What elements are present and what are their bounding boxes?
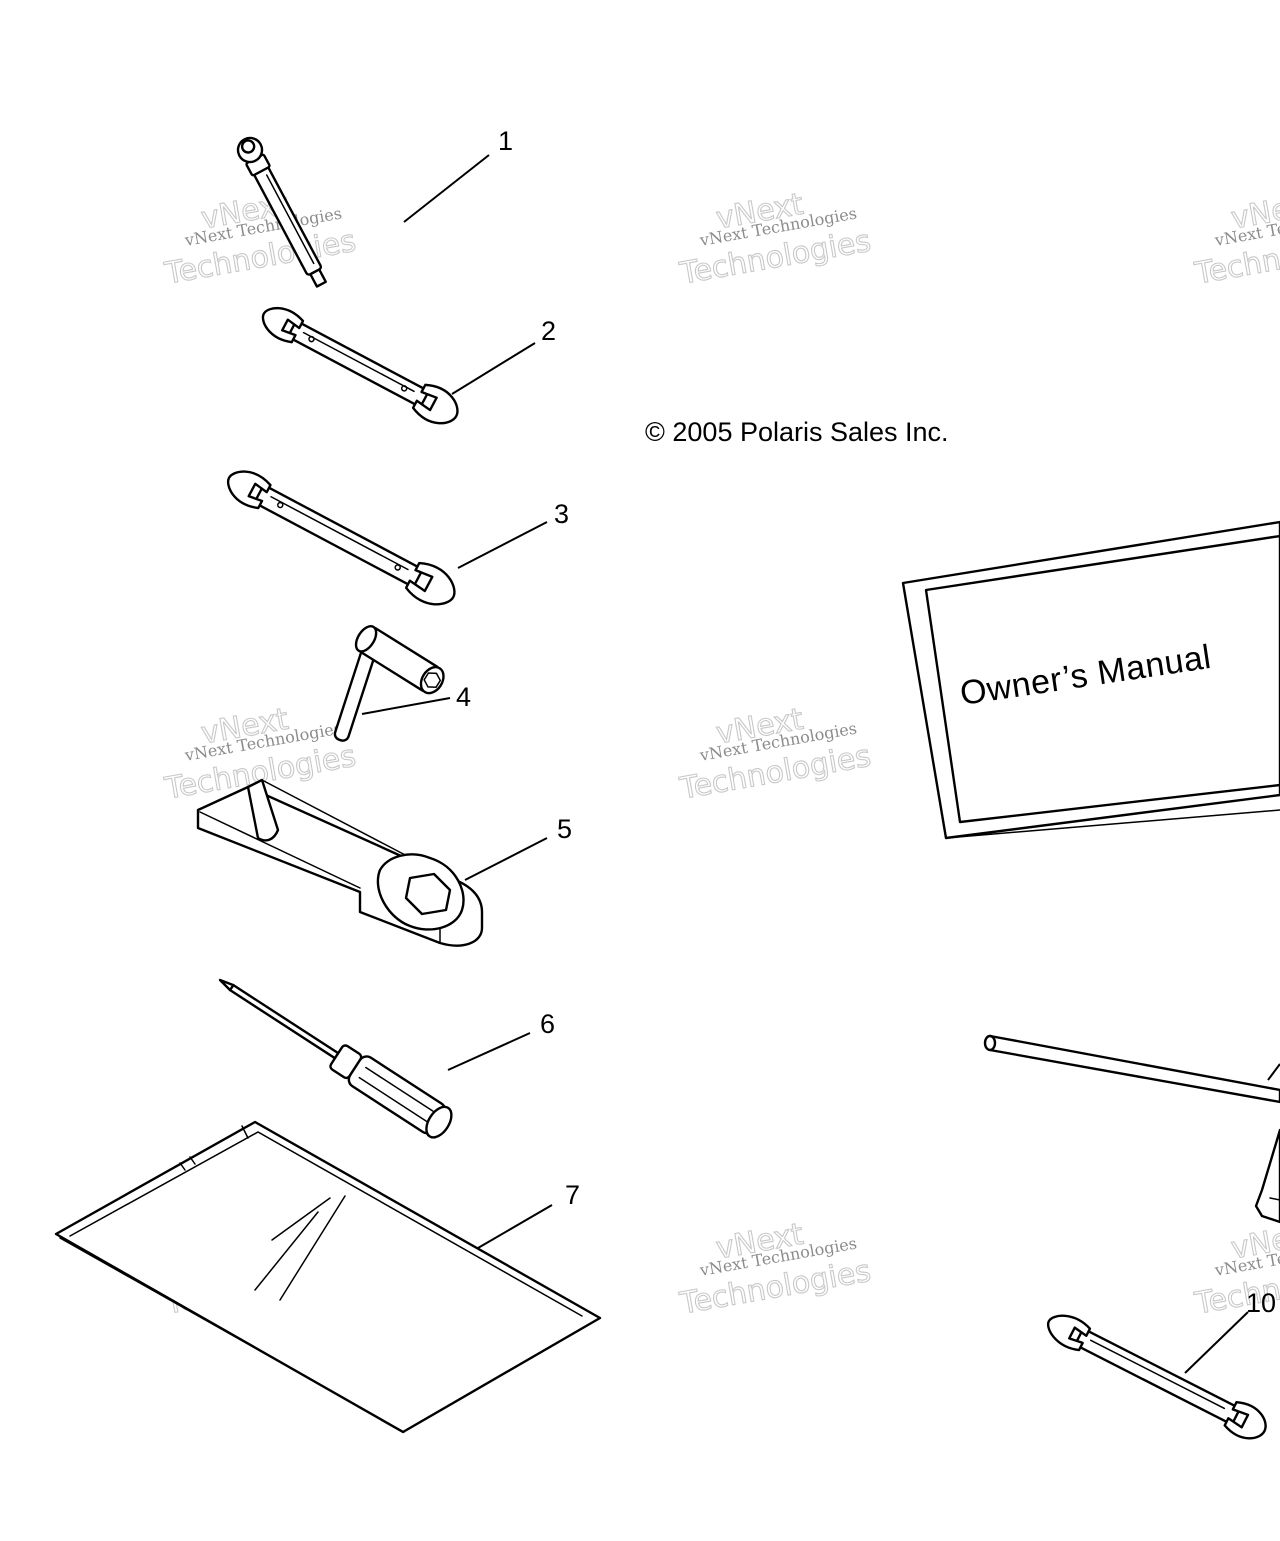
- watermark-1: vNext vNext Technologies Technologies: [161, 186, 359, 292]
- leader-6: [447, 1032, 531, 1071]
- leader-4: [361, 697, 451, 715]
- part-5-hex-bracket[interactable]: [196, 778, 484, 947]
- part-7-tool-pouch[interactable]: [54, 1120, 602, 1434]
- part-extension-rod[interactable]: [983, 1034, 1280, 1104]
- part-6-screwdriver[interactable]: [211, 966, 457, 1142]
- callout-7: 7: [565, 1180, 580, 1210]
- copyright-notice: © 2005 Polaris Sales Inc.: [645, 417, 949, 447]
- leader-1: [403, 154, 490, 223]
- part-3-wrench[interactable]: [220, 462, 461, 614]
- callout-6: 6: [540, 1009, 555, 1039]
- callout-10: 10: [1246, 1288, 1276, 1318]
- callout-5: 5: [557, 814, 572, 844]
- part-1-pressure-gauge[interactable]: [234, 134, 332, 290]
- part-10-wrench[interactable]: [1041, 1307, 1271, 1446]
- leader-5: [464, 837, 548, 881]
- part-partial-handle[interactable]: [1254, 1128, 1280, 1224]
- watermark-8: vNext vNext Technologies Technologies: [676, 1216, 874, 1322]
- callout-4: 4: [456, 682, 471, 712]
- leader-7: [477, 1204, 553, 1249]
- part-2-wrench[interactable]: [256, 299, 464, 431]
- part-owners-manual[interactable]: Owner’s Manual: [901, 520, 1280, 840]
- part-4-spark-plug-socket[interactable]: [333, 623, 448, 742]
- callout-2: 2: [541, 316, 556, 346]
- callout-1: 1: [498, 126, 513, 156]
- leader-10: [1184, 1311, 1249, 1374]
- leader-3: [457, 521, 548, 569]
- callout-3: 3: [554, 499, 569, 529]
- leader-2: [451, 342, 536, 395]
- watermark-5: vNext vNext Technologies Technologies: [676, 701, 874, 807]
- watermark-2: vNext vNext Technologies Technologies: [676, 186, 874, 292]
- watermark-3: vNext vNext Technologies Technologies: [1191, 186, 1280, 292]
